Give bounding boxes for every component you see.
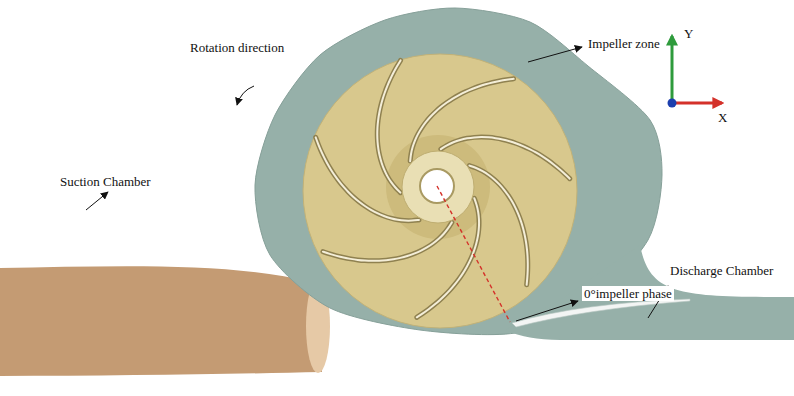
phase-line	[437, 186, 510, 322]
impeller-disc	[303, 54, 577, 328]
impeller-blade	[323, 222, 452, 260]
volute-tongue	[512, 299, 690, 327]
y-axis-arrow	[671, 36, 674, 103]
leader-arrow	[516, 301, 578, 321]
x-axis-arrow	[672, 102, 722, 105]
blade-highlight	[377, 60, 400, 192]
callout-label: Suction Chamber	[58, 174, 153, 189]
blade-highlight	[323, 222, 452, 260]
blade-highlight	[410, 79, 513, 161]
axis-origin	[668, 99, 677, 108]
suction-chamber	[0, 266, 322, 376]
callout-label: Impeller zone	[586, 36, 662, 51]
leader-arrow	[86, 192, 108, 210]
rotation-arrow	[237, 86, 254, 105]
axis-label: X	[716, 110, 729, 125]
leader-arrow	[528, 47, 582, 62]
impeller-blade	[377, 60, 400, 192]
callout-label: 0°impeller phase	[582, 286, 674, 301]
impeller-blades	[316, 60, 570, 317]
callout-label: Discharge Chamber	[668, 263, 775, 278]
blade-highlight	[469, 166, 527, 285]
axis-label: Y	[682, 26, 695, 41]
callout-label: Rotation direction	[188, 40, 286, 55]
impeller-blade	[410, 79, 513, 161]
